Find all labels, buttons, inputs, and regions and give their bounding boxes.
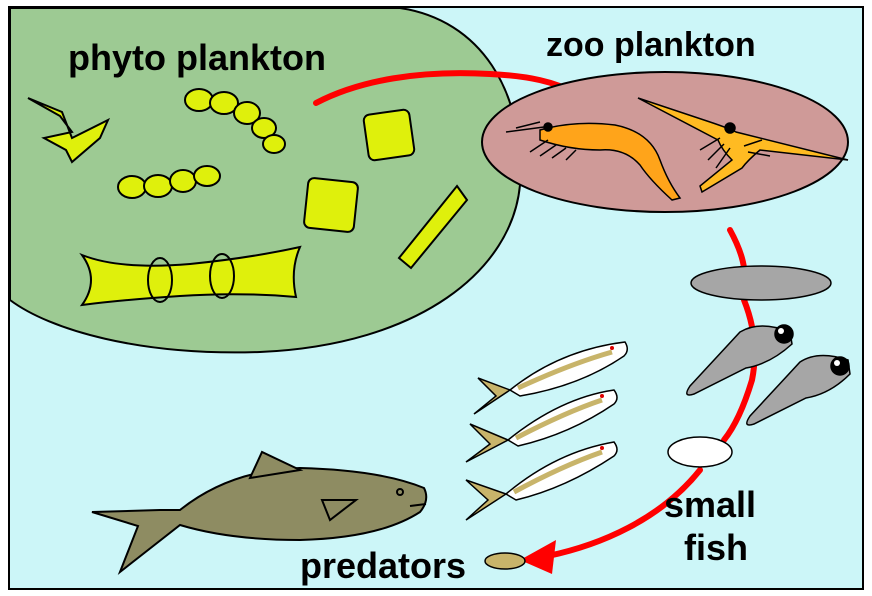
predators-label: predators [300, 548, 466, 584]
arrowhead-to-predators [520, 540, 556, 574]
prey-item [485, 553, 525, 569]
zooplankton-label: zoo plankton [546, 28, 756, 62]
small-fish-3 [466, 442, 617, 520]
larva-oval [691, 266, 831, 300]
square-diatom-2 [304, 178, 359, 233]
fish-larvae [687, 266, 850, 425]
arrow-zoo-to-larvae [730, 230, 744, 268]
small-fish-label-line1: small [664, 487, 756, 523]
small-fish-school [466, 342, 627, 520]
phytoplankton-label: phyto plankton [68, 40, 326, 76]
fish-egg [668, 437, 732, 467]
square-diatom-1 [363, 109, 415, 161]
small-fish-label-line2: fish [684, 530, 748, 566]
